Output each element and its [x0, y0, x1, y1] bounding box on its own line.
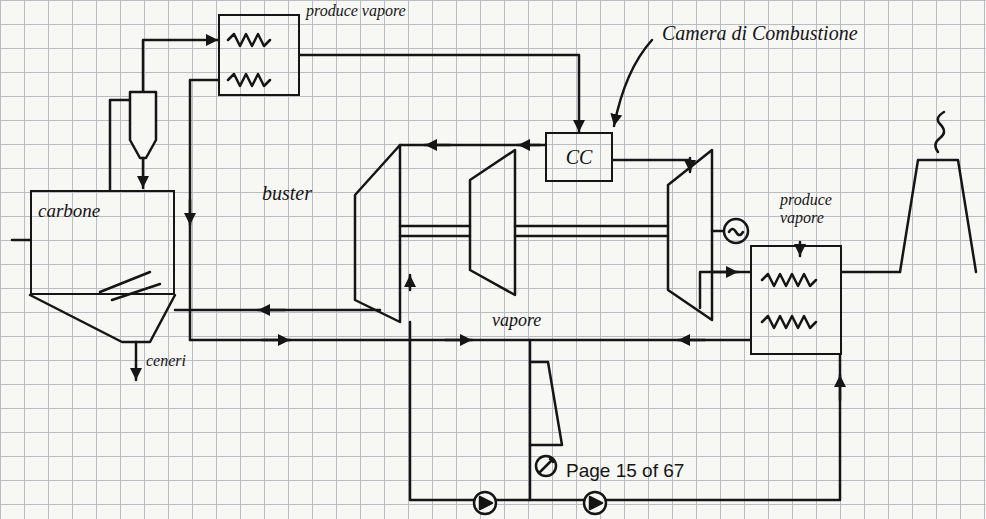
page-number: Page 15 of 67 — [566, 460, 684, 482]
coil — [228, 34, 270, 46]
heat-exchanger: produce vapore — [750, 245, 842, 355]
combustor-hopper — [30, 295, 175, 342]
pump — [474, 492, 496, 514]
flow-arrow — [712, 271, 738, 274]
flow-arrow — [189, 200, 192, 225]
combustion-chamber: CC — [545, 132, 613, 182]
heat-exchanger: produce vapore — [218, 14, 300, 96]
node-text: produce vapore — [780, 191, 850, 228]
compressor — [470, 150, 515, 295]
condensate-pipe — [529, 445, 532, 500]
flow-arrow — [689, 158, 692, 172]
flow-arrow — [678, 339, 705, 342]
flow-arrow — [425, 144, 450, 147]
callout-label: Camera di Combustione — [662, 22, 858, 45]
pipe-connector — [300, 55, 579, 132]
generator — [536, 456, 556, 476]
node-text: carbone — [38, 200, 100, 222]
feedwater-pipe — [410, 322, 840, 500]
smoke — [935, 112, 944, 152]
bed-coil — [100, 272, 160, 300]
steam-pipe — [190, 80, 218, 340]
steam-pipe — [190, 339, 750, 342]
flow-arrow — [262, 339, 290, 342]
generator — [724, 219, 748, 243]
gas-turbine — [668, 150, 712, 320]
pump — [584, 492, 606, 514]
pipe-connector — [110, 40, 218, 190]
exhaust-pipe — [700, 272, 750, 308]
steam-pipe — [529, 340, 532, 362]
steam-turbine — [530, 362, 562, 445]
pump — [590, 497, 602, 509]
generator — [729, 229, 743, 235]
air-pipe — [175, 309, 380, 312]
coal-feed — [12, 239, 30, 242]
flow-arrow — [445, 339, 472, 342]
gas-pipe — [613, 160, 690, 170]
coil — [228, 74, 270, 86]
flow-arrow — [409, 275, 412, 290]
ash-label: ceneri — [146, 352, 186, 370]
node-text: produce vapore — [306, 2, 406, 20]
pump — [480, 497, 492, 509]
flow-arrow — [258, 309, 285, 312]
compressor — [355, 145, 400, 322]
cyclone — [130, 92, 156, 158]
pipe-label: vapore — [492, 310, 541, 331]
ash-outlet — [135, 342, 138, 380]
leader-line — [614, 40, 652, 126]
flow-arrow — [518, 144, 540, 147]
shaft — [400, 226, 723, 236]
component-label: buster — [262, 182, 312, 205]
coil — [762, 274, 816, 286]
flow-arrow — [839, 375, 842, 400]
node-text: CC — [566, 146, 593, 169]
stack — [900, 160, 976, 272]
cyclone-return — [142, 158, 145, 188]
coil — [762, 316, 816, 328]
air-pipe — [400, 144, 545, 147]
combustor-box: carbone — [30, 190, 175, 295]
flue-pipe — [842, 271, 900, 274]
generator — [539, 459, 553, 473]
